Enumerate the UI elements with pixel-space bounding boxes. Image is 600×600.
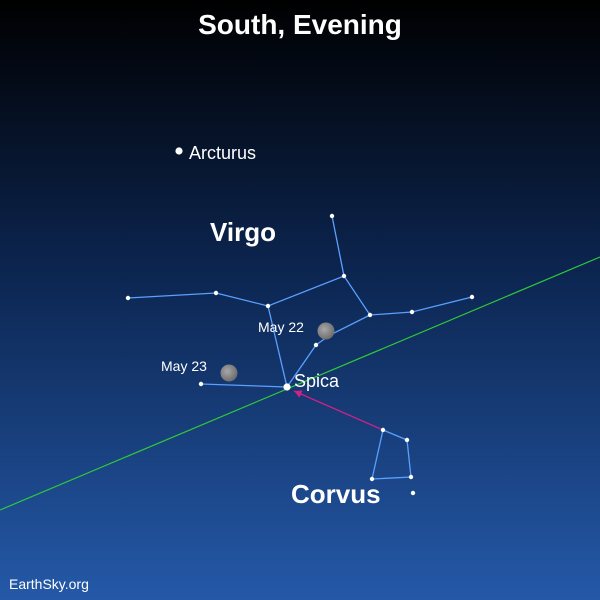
moon-label-may-23: May 23 [161, 358, 207, 374]
moon-may-22 [317, 322, 335, 340]
spica-label: Spica [294, 371, 340, 391]
motion-arrow [293, 390, 384, 431]
chart-title: South, Evening [198, 9, 402, 40]
credit-label: EarthSky.org [9, 576, 89, 592]
moon-may-23 [220, 364, 238, 382]
moon-label-may-22: May 22 [258, 319, 304, 335]
ecliptic-line [0, 256, 600, 511]
virgo-label: Virgo [210, 217, 276, 247]
corvus-label: Corvus [291, 479, 381, 509]
arcturus-star [175, 147, 183, 155]
star-dots [125, 213, 475, 496]
spica-star [283, 383, 291, 391]
arcturus-label: Arcturus [189, 143, 256, 163]
